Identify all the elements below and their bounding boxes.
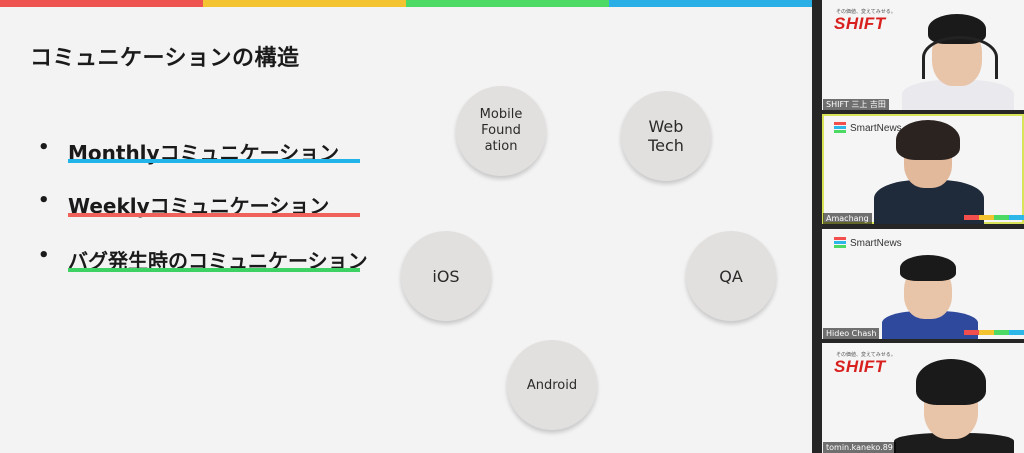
bullet-dot: • — [38, 245, 50, 266]
presentation-slide: コミュニケーションの構造 • Monthlyコミュニケーション • Weekly… — [0, 0, 812, 453]
node-mobile-foundation: Mobile Found ation — [456, 86, 546, 176]
shift-logo: SHIFT — [834, 357, 886, 376]
bullet-underline-green — [68, 268, 360, 272]
video-tile-1[interactable]: SHIFT その価値、変えてみせる。 SHIFT 三上 吉田 — [822, 0, 1024, 110]
video-tile-4[interactable]: SHIFT その価値、変えてみせる。 tomin.kaneko.89 — [822, 343, 1024, 453]
participant-name: SHIFT 三上 吉田 — [823, 99, 889, 110]
video-tile-2[interactable]: SmartNews Amachang — [822, 114, 1024, 224]
slide-title: コミュニケーションの構造 — [30, 46, 300, 71]
brand-stripe — [964, 215, 1024, 220]
shift-tagline: その価値、変えてみせる。 — [836, 9, 896, 15]
bullet-dot: • — [38, 137, 50, 158]
node-web-tech: Web Tech — [621, 91, 711, 181]
shift-logo: SHIFT — [834, 14, 886, 33]
slide-color-bar — [0, 0, 812, 7]
smartnews-logo: SmartNews — [850, 238, 902, 249]
node-android: Android — [507, 340, 597, 430]
smartnews-icon — [834, 237, 846, 248]
participant-name: tomin.kaneko.89 — [823, 442, 896, 453]
color-bar-red — [0, 0, 203, 7]
participant-name: Hideo Chash — [823, 328, 880, 339]
node-qa: QA — [686, 231, 776, 321]
smartnews-icon — [834, 122, 846, 133]
node-ios: iOS — [401, 231, 491, 321]
bullet-underline-blue — [68, 159, 360, 163]
bullet-dot: • — [38, 190, 50, 211]
brand-stripe — [964, 330, 1024, 335]
participant-name: Amachang — [823, 213, 872, 224]
color-bar-green — [406, 0, 609, 7]
bullet-underline-red — [68, 213, 360, 217]
color-bar-blue — [609, 0, 812, 7]
participant-gallery: SHIFT その価値、変えてみせる。 SHIFT 三上 吉田 SmartNews… — [812, 0, 1024, 453]
video-tile-3[interactable]: SmartNews Hideo Chash — [822, 229, 1024, 339]
color-bar-yellow — [203, 0, 406, 7]
shift-tagline: その価値、変えてみせる。 — [836, 352, 896, 358]
smartnews-logo: SmartNews — [850, 123, 902, 134]
